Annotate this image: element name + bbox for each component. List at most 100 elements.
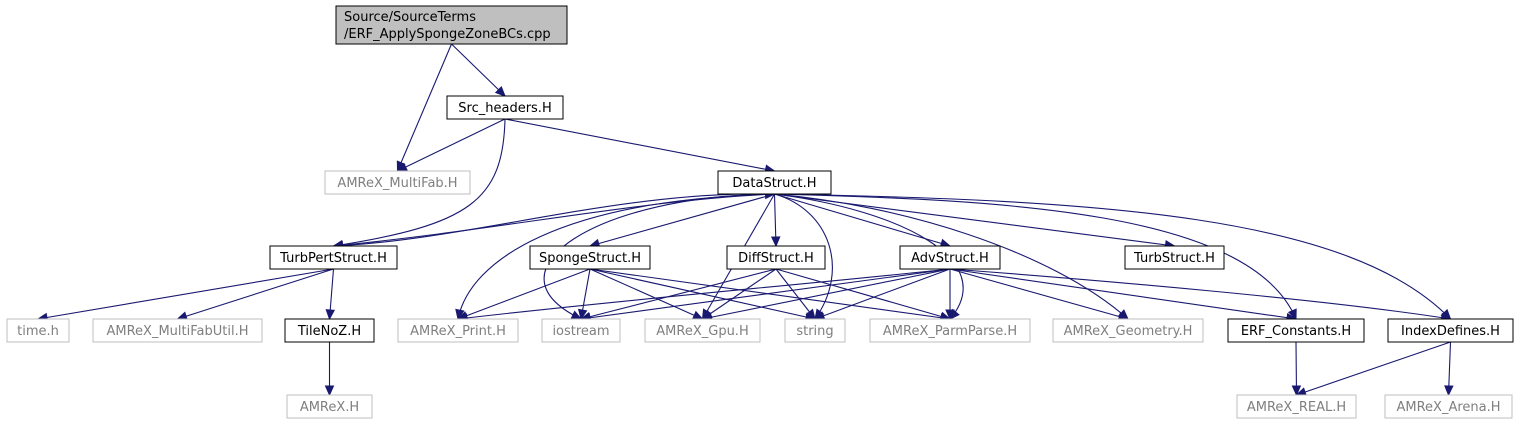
node-adv[interactable]: AdvStruct.H (899, 245, 1001, 270)
edge-line (774, 193, 951, 247)
edge-arrowhead (577, 308, 588, 321)
edge-line (774, 193, 964, 320)
node-box[interactable] (92, 318, 263, 343)
edge-line (949, 268, 1129, 320)
node-datastruct[interactable]: DataStruct.H (717, 170, 832, 195)
node-turb[interactable]: TurbStruct.H (1124, 245, 1225, 270)
node-box[interactable] (1124, 245, 1225, 270)
edge-tilenoz-to-amrex (324, 342, 335, 397)
node-box[interactable] (644, 318, 761, 343)
node-label: AMReX_Arena.H (1396, 400, 1500, 415)
node-box[interactable] (324, 170, 471, 195)
node-turbpert[interactable]: TurbPertStruct.H (269, 245, 398, 270)
node-box[interactable] (1052, 318, 1204, 343)
edge-indexdefines-to-arena (1444, 341, 1454, 397)
node-box[interactable] (397, 318, 519, 343)
edge-line (397, 118, 506, 172)
node-real[interactable]: AMReX_REAL.H (1236, 394, 1357, 419)
node-geometry[interactable]: AMReX_Geometry.H (1052, 318, 1204, 343)
edge-diff-to-string (775, 268, 816, 320)
edge-turbpert-to-time (36, 268, 334, 323)
node-amrex[interactable]: AMReX.H (286, 394, 373, 419)
node-box[interactable] (869, 318, 1031, 343)
node-indexdefines[interactable]: IndexDefines.H (1387, 318, 1514, 343)
edge-src_headers-to-datastruct (504, 118, 776, 174)
edge-arrowhead (324, 385, 335, 397)
node-label: Src_headers.H (458, 101, 551, 116)
edge-datastruct-to-indexdefines (774, 193, 1452, 320)
edge-arrowhead (770, 236, 781, 248)
node-label: TurbStruct.H (1133, 251, 1215, 266)
node-box[interactable] (899, 245, 1001, 270)
edge-line (333, 193, 775, 247)
node-box[interactable] (446, 95, 564, 120)
node-box[interactable] (1387, 318, 1514, 343)
node-box[interactable] (1236, 394, 1357, 419)
edge-line (814, 268, 951, 320)
node-diff[interactable]: DiffStruct.H (726, 245, 826, 270)
edge-line (457, 268, 591, 320)
node-gpu[interactable]: AMReX_Gpu.H (644, 318, 761, 343)
node-box[interactable] (286, 394, 373, 419)
edge-line (1296, 341, 1451, 396)
node-box[interactable] (269, 245, 398, 270)
node-label: AMReX_Geometry.H (1064, 324, 1193, 339)
edge-line (702, 268, 777, 320)
node-box[interactable] (1227, 318, 1365, 343)
nodes-layer: Source/SourceTerms/ERF_ApplySpongeZoneBC… (6, 5, 1514, 419)
edge-arrowhead (691, 310, 704, 320)
edge-line (333, 118, 506, 247)
edge-line (504, 118, 775, 172)
edge-adv-to-indexdefines (949, 268, 1452, 323)
edge-line (580, 268, 777, 320)
node-label: time.h (17, 324, 59, 339)
node-iostream[interactable]: iostream (541, 318, 621, 343)
node-label: AMReX_MultiFab.H (337, 176, 457, 191)
edge-turbpert-to-tilenoz (325, 268, 336, 321)
node-arena[interactable]: AMReX_Arena.H (1384, 394, 1513, 419)
node-string[interactable]: string (784, 318, 846, 343)
edge-root-to-multifab (396, 43, 453, 173)
node-root[interactable]: Source/SourceTerms/ERF_ApplySpongeZoneBC… (335, 5, 568, 45)
node-time[interactable]: time.h (6, 318, 70, 343)
node-src_headers[interactable]: Src_headers.H (446, 95, 564, 120)
edge-diff-to-parmparse (775, 268, 952, 321)
node-box[interactable] (529, 245, 651, 270)
node-box[interactable] (717, 170, 832, 195)
node-label: /ERF_ApplySpongeZoneBCs.cpp (344, 27, 551, 42)
edge-arrowhead (494, 85, 506, 97)
node-tilenoz[interactable]: TileNoZ.H (284, 318, 375, 343)
node-sponge[interactable]: SpongeStruct.H (529, 245, 651, 270)
edge-datastruct-to-turb (774, 193, 1176, 250)
node-print[interactable]: AMReX_Print.H (397, 318, 519, 343)
edge-constants-to-real (1291, 341, 1302, 397)
edge-line (37, 268, 334, 320)
edge-line (396, 43, 453, 172)
node-multifabutil[interactable]: AMReX_MultiFabUtil.H (92, 318, 263, 343)
node-box[interactable] (284, 318, 375, 343)
edge-arrowhead (945, 309, 955, 321)
edge-adv-to-iostream (579, 268, 951, 323)
edge-arrowhead (805, 308, 816, 320)
node-parmparse[interactable]: AMReX_ParmParse.H (869, 318, 1031, 343)
node-label: SpongeStruct.H (539, 251, 641, 266)
node-box[interactable] (784, 318, 846, 343)
edge-line (589, 268, 951, 320)
node-box[interactable] (1384, 394, 1513, 419)
edge-arrowhead (1287, 308, 1297, 321)
node-box[interactable] (541, 318, 621, 343)
node-box[interactable] (6, 318, 70, 343)
edge-line (774, 193, 1129, 320)
node-label: IndexDefines.H (1401, 324, 1500, 339)
node-box[interactable] (335, 5, 568, 45)
node-constants[interactable]: ERF_Constants.H (1227, 318, 1365, 343)
node-label: TurbPertStruct.H (279, 251, 387, 266)
node-box[interactable] (726, 245, 826, 270)
node-label: Source/SourceTerms (344, 10, 476, 25)
edge-adv-to-parmparse (945, 269, 955, 321)
edge-sponge-to-iostream (577, 268, 591, 321)
node-multifab[interactable]: AMReX_MultiFab.H (324, 170, 471, 195)
node-label: AMReX_REAL.H (1247, 400, 1346, 415)
edge-arrowhead (455, 308, 465, 321)
